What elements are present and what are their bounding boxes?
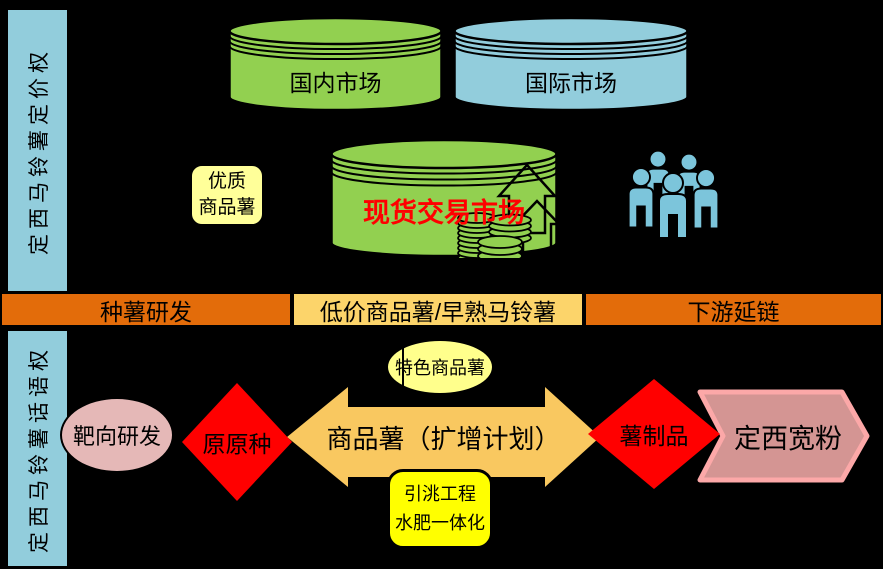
- diamond-shape: [182, 383, 292, 501]
- potato-products-diamond: 薯制品: [588, 379, 720, 489]
- targeted-rd-label: 靶向研发: [72, 424, 161, 449]
- sidebar-discourse-power: 定西马铃薯话语权: [8, 331, 67, 566]
- band-seed-rd-label: 种薯研发: [100, 298, 192, 325]
- commodity-arrow-label: 商品薯（扩增计划）: [326, 423, 561, 454]
- commodity-expansion-arrow: 商品薯（扩增计划）: [285, 385, 602, 489]
- band-downstream-label: 下游延链: [687, 298, 780, 325]
- project-line1: 引洮工程: [404, 484, 476, 505]
- original-seed-label: 原原种: [202, 431, 272, 457]
- band-section-seed-rd: 种薯研发: [0, 292, 292, 327]
- band-section-downstream: 下游延链: [584, 292, 883, 327]
- cylinder-shape: [228, 16, 443, 112]
- diamond-shape: [588, 379, 720, 489]
- specialty-potato-ellipse: 特色商品薯: [386, 339, 494, 395]
- project-line2: 水肥一体化: [395, 513, 485, 533]
- targeted-rd-ellipse: 靶向研发: [60, 397, 174, 473]
- cylinder-spot-market: 现货交易市场: [330, 138, 558, 258]
- original-seed-diamond: 原原种: [182, 383, 292, 501]
- people-group-icon: [627, 146, 720, 240]
- wide-noodles-label: 定西宽粉: [734, 423, 842, 454]
- cylinder-domestic-market: 国内市场: [228, 16, 443, 112]
- cylinder-shape: [330, 138, 558, 258]
- sidebar-discourse-power-label: 定西马铃薯话语权: [27, 344, 51, 553]
- spot-market-label: 现货交易市场: [363, 198, 525, 228]
- double-arrow-shape: [287, 387, 600, 487]
- yintao-project-box: 引洮工程 水肥一体化: [387, 469, 493, 549]
- quality-potato-box: 优质 商品薯: [190, 164, 264, 226]
- international-market-label: 国际市场: [525, 70, 617, 96]
- quality-potato-line2: 商品薯: [198, 197, 256, 218]
- connector-line: [402, 345, 404, 405]
- sidebar-pricing-power: 定西马铃薯定价权: [8, 10, 67, 291]
- wide-noodles-chevron: 定西宽粉: [695, 388, 871, 484]
- sidebar-pricing-power-label: 定西马铃薯定价权: [27, 46, 51, 255]
- cylinder-international-market: 国际市场: [453, 16, 689, 112]
- quality-potato-line1: 优质: [207, 171, 246, 193]
- specialty-potato-label: 特色商品薯: [395, 358, 485, 378]
- chevron-shape: [697, 389, 870, 483]
- coin-stacks-icon: [457, 212, 532, 258]
- cylinder-shape: [453, 16, 689, 112]
- potato-products-label: 薯制品: [619, 423, 689, 449]
- band-section-lowprice: 低价商品薯/早熟马铃薯: [292, 292, 584, 327]
- domestic-market-label: 国内市场: [289, 70, 382, 96]
- band-lowprice-label: 低价商品薯/早熟马铃薯: [319, 298, 557, 325]
